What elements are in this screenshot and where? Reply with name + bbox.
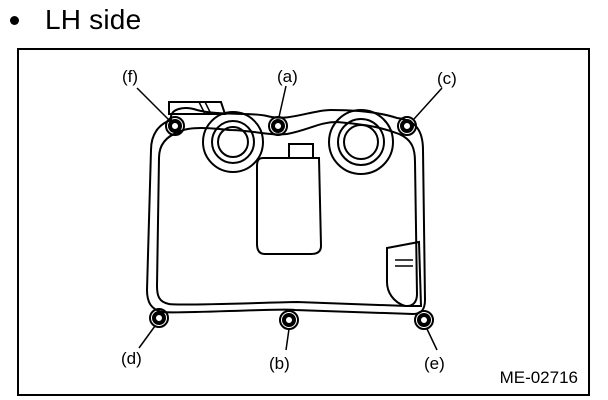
leader-b [285, 328, 290, 351]
bolt-c [397, 116, 417, 136]
callout-d: (d) [121, 349, 142, 368]
leader-e [426, 328, 438, 351]
callout-b: (b) [269, 354, 290, 373]
bolt-a [268, 116, 288, 136]
figure-frame: (f) (a) (c) (d) (b) (e) ME-02716 [17, 48, 590, 396]
leader-c [413, 87, 443, 120]
callout-e: (e) [424, 354, 445, 373]
callout-c: (c) [437, 69, 457, 88]
bolt-f [165, 116, 185, 136]
bolt-b [279, 310, 299, 330]
top-left-bracket [168, 101, 227, 115]
center-panel [256, 157, 323, 255]
cover-inner-outline [155, 120, 419, 308]
section-heading: LH side [6, 2, 141, 38]
callout-f: (f) [122, 67, 139, 86]
left-boss-inner [217, 126, 249, 158]
leader-f [136, 87, 169, 120]
center-tab [288, 143, 314, 159]
figure-code: ME-02716 [499, 368, 578, 387]
cover-drawing [136, 85, 443, 351]
leader-d [138, 325, 156, 349]
bullet-icon [10, 15, 19, 25]
right-boss-mid [337, 118, 385, 166]
callout-a: (a) [277, 67, 298, 86]
right-boss-inner [343, 124, 379, 160]
right-boss-outer [328, 109, 394, 175]
bolt-e [414, 310, 434, 330]
left-boss-outer [202, 111, 264, 173]
bolt-d [149, 308, 169, 328]
left-boss-mid [211, 120, 255, 164]
right-side-panel [386, 240, 423, 307]
leader-a [278, 85, 287, 118]
heading-text: LH side [45, 4, 142, 35]
